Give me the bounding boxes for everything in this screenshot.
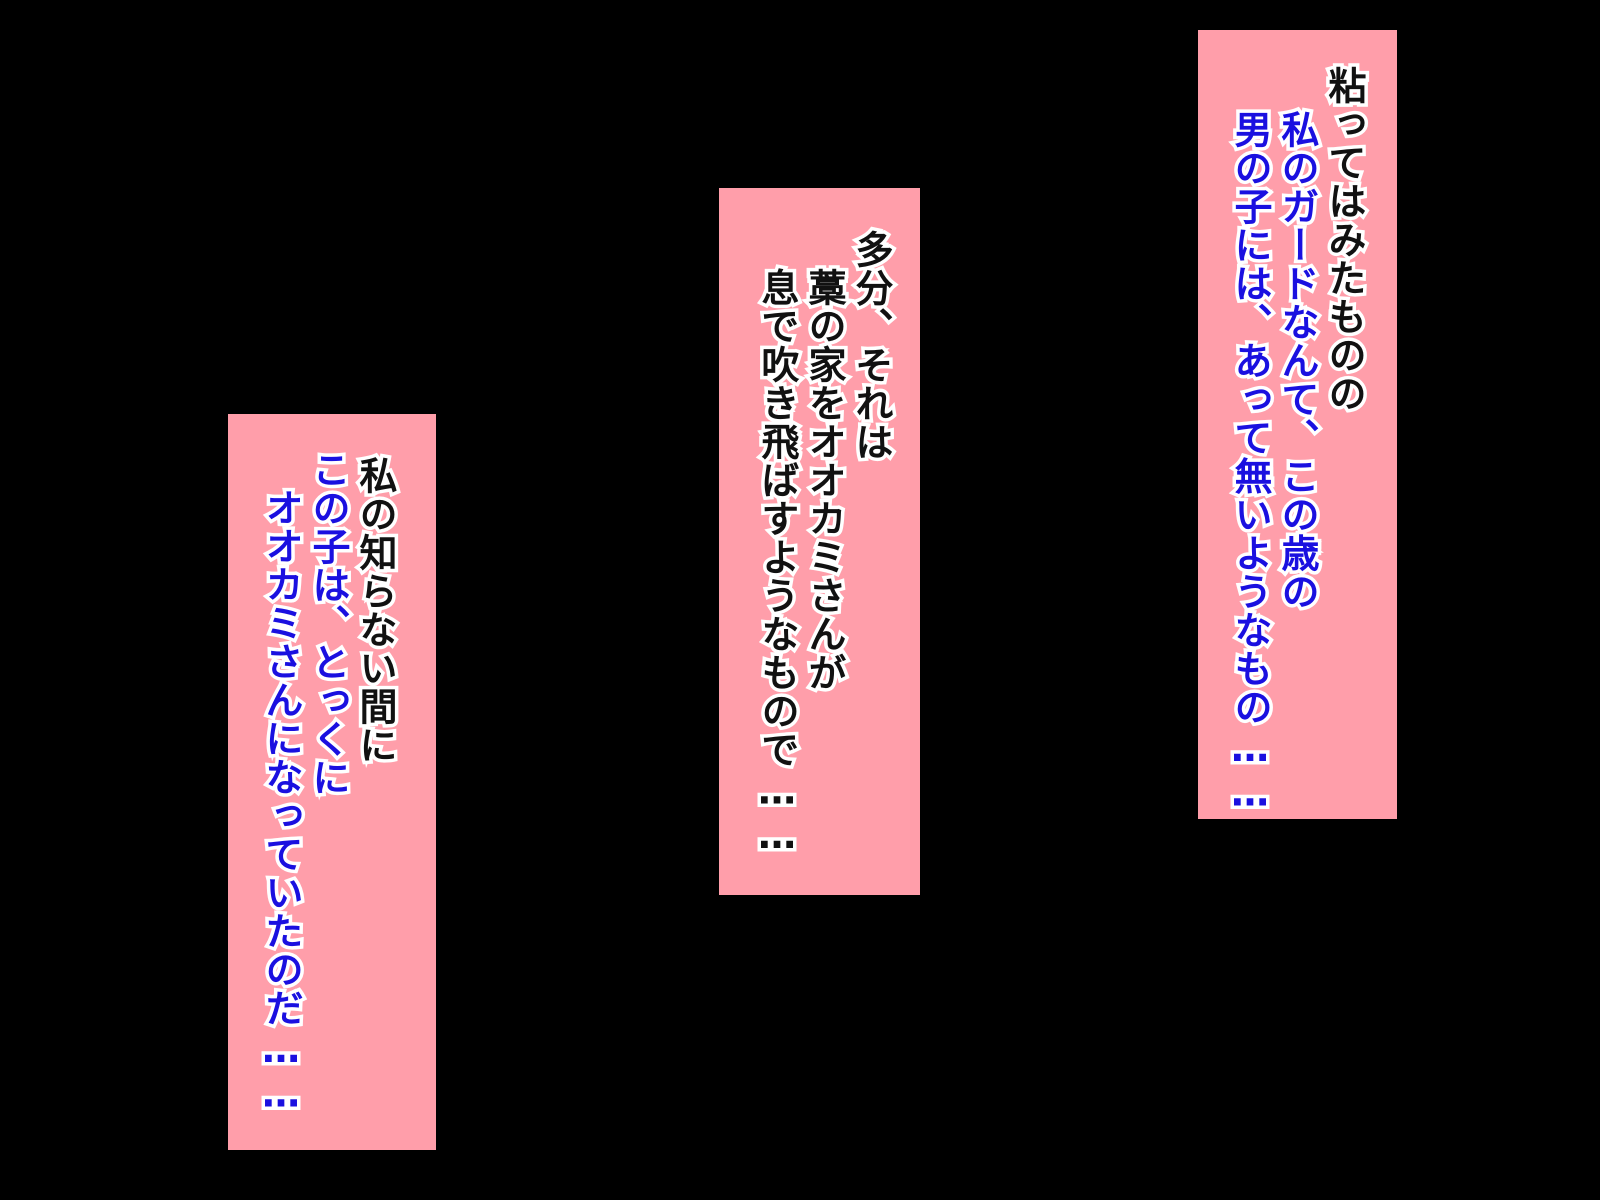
panel-2-line-3: 息で吹き飛ばすようなもので…… bbox=[752, 265, 803, 861]
panel-2-line-2: 藁の家をオオカミさんが bbox=[799, 265, 850, 695]
panel-3-line-2: この子は、とっくに bbox=[303, 447, 354, 800]
panel-1-line-1: 粘ってはみたものの bbox=[1319, 63, 1370, 416]
panel-3-line-1: 私の知らない間に bbox=[350, 453, 401, 768]
panel-1-line-2: 私のガードなんて、この歳の bbox=[1272, 107, 1323, 614]
panel-2-line-1: 多分、それは bbox=[846, 227, 897, 465]
panel-3-line-3: オオカミさんになっていたのだ…… bbox=[256, 485, 307, 1120]
text-panel-3: 私の知らない間に この子は、とっくに オオカミさんになっていたのだ…… bbox=[228, 414, 436, 1150]
text-panel-2: 多分、それは 藁の家をオオカミさんが 息で吹き飛ばすようなもので…… bbox=[719, 188, 920, 895]
panel-1-line-3: 男の子には、あって無いようなもの…… bbox=[1225, 107, 1276, 819]
text-panel-1: 粘ってはみたものの 私のガードなんて、この歳の 男の子には、あって無いようなもの… bbox=[1198, 30, 1397, 819]
